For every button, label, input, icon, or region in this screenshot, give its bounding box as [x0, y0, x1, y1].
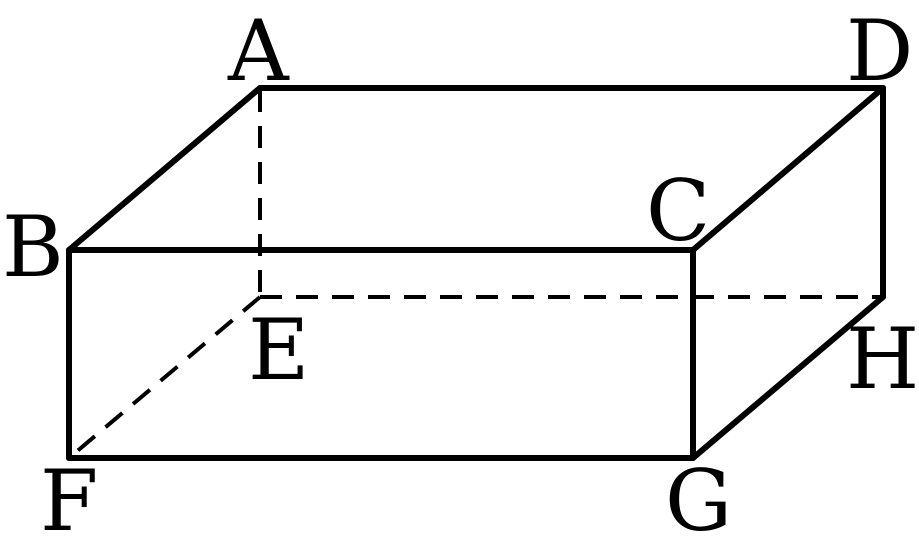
- vertex-label-c: C: [646, 162, 710, 260]
- hidden-edges: [67, 90, 883, 460]
- vertex-label-a: A: [227, 2, 290, 100]
- visible-edges: [66, 85, 886, 461]
- vertex-label-f: F: [40, 452, 98, 550]
- vertex-label-b: B: [2, 198, 64, 296]
- edge-ab: [66, 85, 263, 253]
- vertex-labels: A D C B E H F G: [2, 2, 919, 550]
- edge-ef: [67, 295, 262, 460]
- vertex-label-d: D: [846, 2, 913, 100]
- edge-dc: [690, 85, 886, 253]
- vertex-label-g: G: [665, 452, 732, 550]
- edge-gh: [690, 294, 886, 461]
- vertex-label-e: E: [248, 301, 309, 399]
- vertex-label-h: H: [846, 310, 919, 408]
